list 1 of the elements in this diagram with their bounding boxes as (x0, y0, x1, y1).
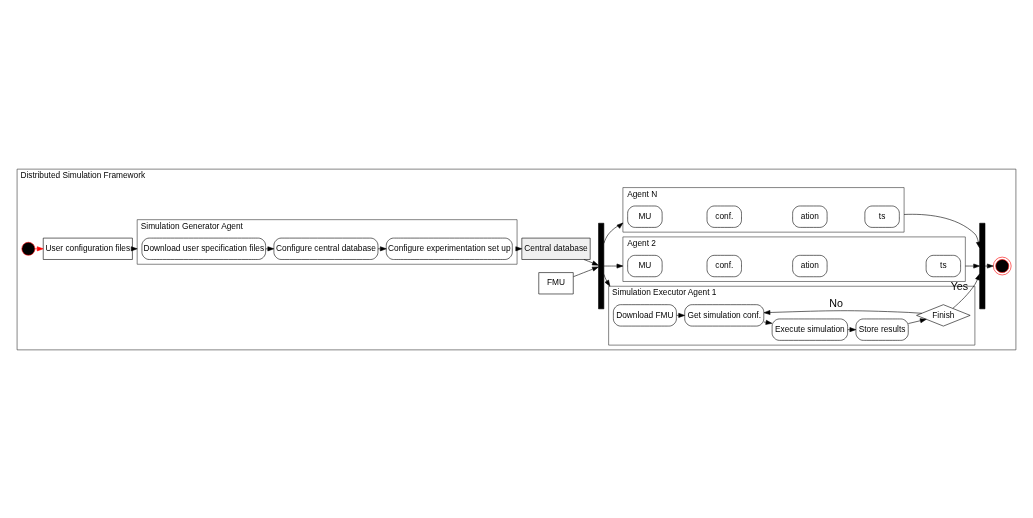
edge-label: No (829, 296, 843, 309)
